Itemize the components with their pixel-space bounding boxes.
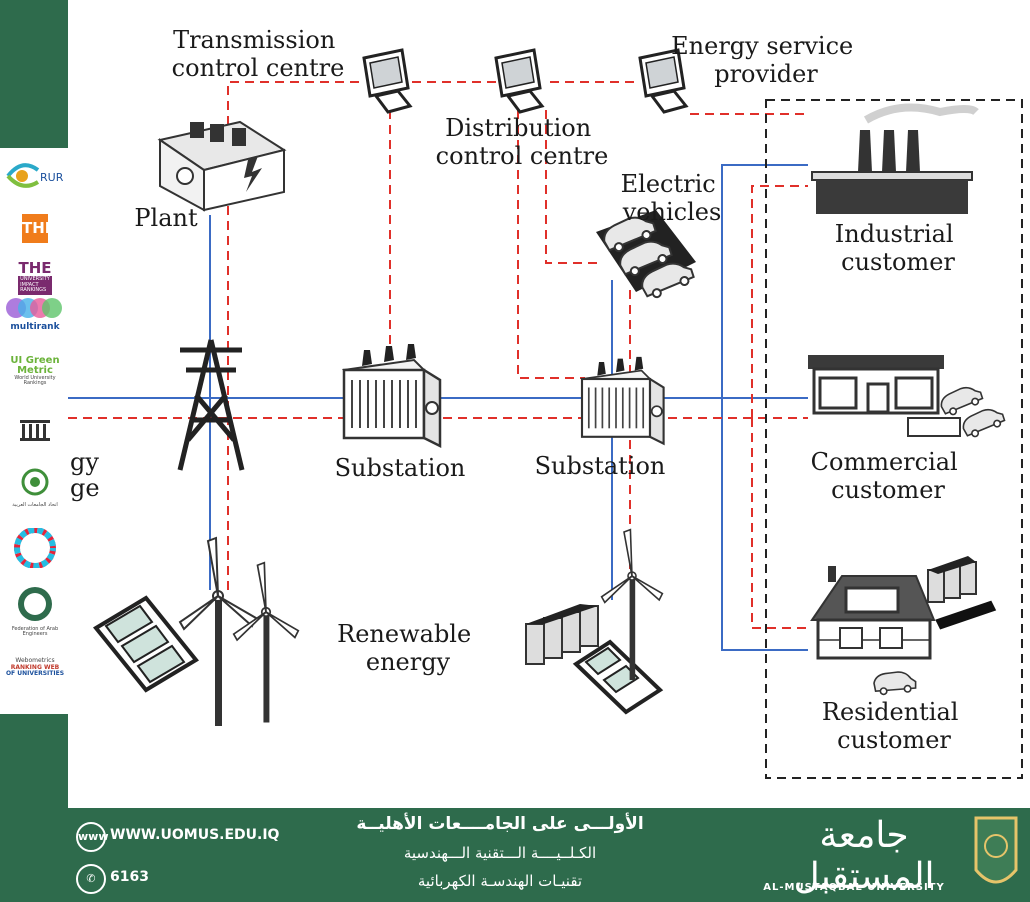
- commercial-customer-label: Commercial customer: [811, 448, 966, 504]
- the-logo: THE: [22, 214, 55, 243]
- power-plant-icon: [157, 120, 287, 212]
- plant-label: Plant: [134, 204, 198, 232]
- industrial-factory-icon: [811, 103, 979, 214]
- university-crest-icon: [974, 816, 1018, 884]
- svg-text:RUR: RUR: [40, 171, 64, 184]
- battery-storage-icon: [525, 604, 599, 665]
- multirank-circles-icon: [6, 298, 62, 318]
- phone-number: 6163: [110, 869, 149, 885]
- rur-eye-icon: RUR: [6, 163, 64, 188]
- electric-vehicles-icon: [596, 210, 698, 302]
- customer-area-boundary: [765, 99, 1023, 779]
- engineers-star-icon: [18, 587, 52, 621]
- footer-arabic-line-1: الأولـــى على الجامــــعات الأهليــة: [356, 814, 644, 834]
- webometrics-columns-icon: [4, 418, 66, 445]
- substation-1-label: Substation: [335, 454, 466, 482]
- distribution-monitor-icon: [494, 48, 544, 114]
- energy-service-label: Energy service provider: [671, 32, 861, 88]
- cut-off-label-fragment: gy ge: [70, 448, 107, 502]
- substation-2-label: Substation: [535, 452, 666, 480]
- industrial-customer-label: Industrial customer: [835, 220, 962, 276]
- substation-1-icon: [342, 342, 442, 448]
- footer-bar: [0, 808, 1030, 902]
- transmission-control-label: Transmission control centre: [172, 26, 345, 82]
- sdg-wheel-icon: [4, 527, 66, 571]
- arab-universities-logo: اتحاد الجامعات العربية: [4, 466, 66, 508]
- rankings-logo-strip: RUR THE THE UNIVERSITY IMPACT RANKINGS m…: [0, 148, 68, 714]
- residential-house-icon: [810, 556, 996, 696]
- laurel-icon: [21, 468, 49, 496]
- webometrics-logo: Webometrics RANKING WEB OF UNIVERSITIES: [5, 657, 65, 678]
- university-name-english: AL-MUSTAQBAL UNIVERSITY: [763, 882, 945, 893]
- footer-arabic-line-3: تقنيـات الهندسـة الكهربائية: [417, 872, 583, 890]
- phone-icon: ✆: [76, 864, 106, 894]
- footer-arabic-line-2: الكـلــيــــة الـــتقنية الـــهندسية: [403, 844, 597, 862]
- website-link[interactable]: WWW.UOMUS.EDU.IQ: [110, 827, 280, 843]
- solar-panel-left-icon: [93, 595, 199, 693]
- distribution-control-label: Distribution control centre: [436, 114, 609, 170]
- multirank-logo: multirank: [4, 296, 66, 332]
- rur-logo: RUR: [4, 156, 66, 199]
- website-icon: www: [76, 822, 109, 852]
- electric-vehicles-label: Electric vehicles: [621, 170, 724, 226]
- university-name-arabic: جامعة المستقبل: [793, 815, 935, 897]
- transmission-tower-icon: [177, 339, 245, 471]
- transmission-monitor-icon: [362, 48, 412, 114]
- residential-customer-label: Residential customer: [822, 698, 966, 754]
- commercial-building-icon: [808, 355, 1008, 441]
- the-impact-logo: THE UNIVERSITY IMPACT RANKINGS: [18, 259, 52, 295]
- wind-turbine-2-icon: [232, 561, 300, 724]
- solar-panel-right-icon: [572, 639, 664, 715]
- renewable-energy-label: Renewable energy: [337, 620, 479, 676]
- substation-2-icon: [580, 355, 665, 445]
- arab-engineers-logo: Federation of Arab Engineers: [4, 584, 66, 637]
